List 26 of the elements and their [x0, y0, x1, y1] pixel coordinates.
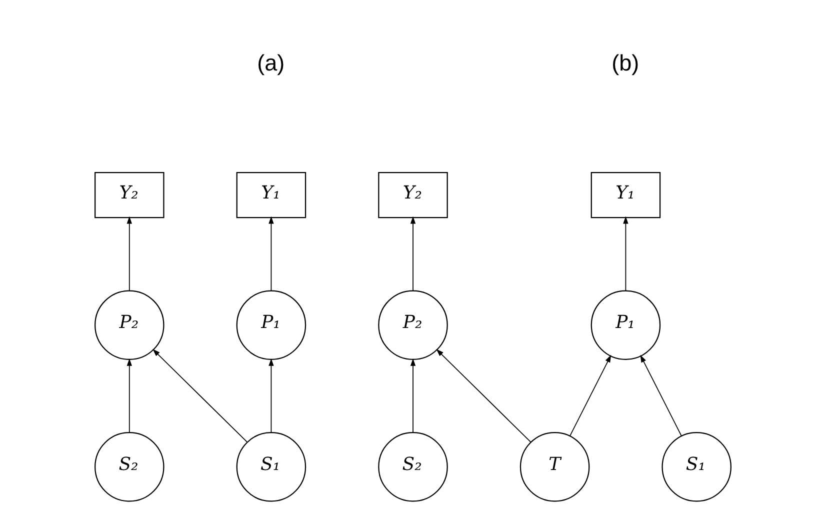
- arrow: [410, 358, 416, 433]
- node-circle: P₁: [590, 290, 660, 360]
- node-box: Y₁: [236, 172, 306, 218]
- node-box: Y₂: [94, 172, 164, 218]
- node-circle: S₁: [661, 432, 731, 502]
- node-box: Y₂: [378, 172, 448, 218]
- arrow: [410, 216, 416, 292]
- label: (b): [611, 50, 639, 76]
- node-circle: S₂: [378, 432, 448, 502]
- arrow: [268, 358, 274, 433]
- arrow: [126, 216, 132, 292]
- node-circle: S₂: [94, 432, 164, 502]
- arrow: [569, 354, 611, 436]
- node-circle: P₂: [378, 290, 448, 360]
- node-circle: P₂: [94, 290, 164, 360]
- arrow: [152, 349, 248, 443]
- node-box: Y₁: [590, 172, 660, 218]
- node-circle: T: [519, 432, 590, 502]
- arrow: [436, 349, 531, 443]
- arrow: [640, 354, 682, 436]
- node-circle: P₁: [236, 290, 306, 360]
- arrow: [622, 216, 628, 292]
- arrow: [126, 358, 132, 433]
- label: (a): [256, 50, 284, 76]
- arrow: [268, 216, 274, 292]
- node-circle: S₁: [236, 432, 306, 502]
